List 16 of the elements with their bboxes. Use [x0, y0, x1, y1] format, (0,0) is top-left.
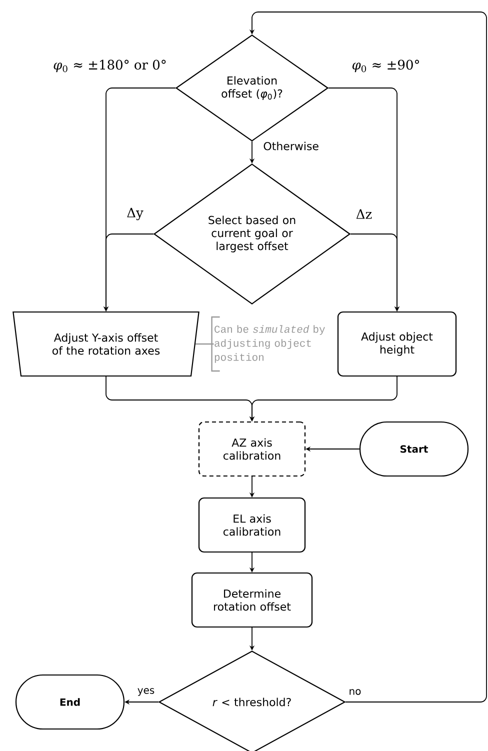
process-box: Adjust object height: [337, 311, 457, 377]
start-terminal: Start: [359, 421, 469, 477]
edge-label: φ$_{0}$ ≈ ±90°: [350, 58, 422, 74]
process-trapezoid: Adjust Y-axis offset of the rotation axes: [12, 311, 200, 377]
edge-label: Δz: [354, 208, 374, 220]
connector-line: [195, 343, 214, 345]
end-terminal: End: [15, 674, 125, 730]
edge-label: Otherwise: [262, 140, 320, 152]
annotation-text: Can be simulated by adjusting object position: [214, 325, 325, 363]
process-box: Determine rotation offset: [191, 572, 313, 628]
edge-label: no: [348, 688, 362, 696]
edge-label: Δy: [126, 206, 144, 222]
process-box: EL axis calibration: [198, 497, 306, 553]
edge-label: yes: [136, 687, 156, 697]
process-box: AZ axis calibration: [198, 421, 306, 477]
edge-label: φ$_{0}$ ≈ ±180° or 0°: [52, 58, 168, 74]
